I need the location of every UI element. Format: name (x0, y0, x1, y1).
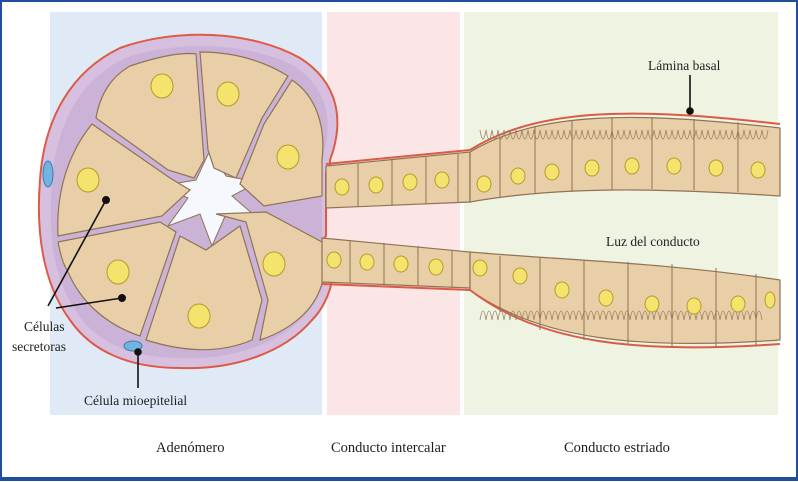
label-region-adenomero: Adenómero (156, 440, 224, 456)
nucleus (326, 251, 342, 269)
intercalar-upper-boundaries (357, 154, 459, 207)
nucleus (584, 159, 600, 177)
nucleus (764, 291, 776, 309)
nucleus (276, 144, 300, 170)
pointer-lines (47, 75, 694, 388)
nucleus (644, 295, 660, 313)
nucleus (472, 259, 488, 277)
label-mioepitelial: Célula mioepitelial (84, 393, 187, 408)
intercalar-basal-top (325, 149, 471, 165)
nucleus (76, 167, 100, 193)
nucleus (106, 259, 130, 285)
estriado-lower-striations (479, 310, 763, 321)
region-intercalar-bg (327, 12, 460, 415)
pointer-secretoras-2 (55, 297, 123, 309)
nucleus (368, 176, 384, 194)
intercalar-basal-bottom (321, 283, 471, 291)
estriado-upper-nuclei (476, 157, 766, 193)
intercalated-duct (321, 149, 471, 291)
estriado-upper-boundaries (499, 117, 739, 198)
nucleus (216, 81, 240, 107)
secretory-cell-3 (239, 79, 324, 207)
label-region-intercalar: Conducto intercalar (331, 440, 446, 456)
nucleus (708, 159, 724, 177)
nucleus (512, 267, 528, 285)
striated-duct (469, 112, 781, 349)
myoepithelial-cell (42, 160, 54, 188)
label-lamina-basal: Lámina basal (648, 58, 721, 73)
secretory-cell-4 (57, 123, 191, 237)
nucleus (393, 255, 409, 273)
pointer-secretoras-1 (47, 199, 107, 307)
nucleus (544, 163, 560, 181)
estriado-lower-wall (469, 251, 781, 345)
intercalar-lower-boundaries (349, 240, 453, 287)
secretory-cell-6 (145, 225, 263, 351)
intercalar-nuclei (326, 171, 450, 276)
nucleus (262, 251, 286, 277)
nucleus (598, 289, 614, 307)
nucleus (359, 253, 375, 271)
nucleus (510, 167, 526, 185)
nucleus (624, 157, 640, 175)
nucleus (730, 295, 746, 313)
label-region-estriado: Conducto estriado (564, 440, 670, 456)
nucleus (686, 297, 702, 315)
label-celulas-line1: Células (24, 319, 65, 334)
acinus (37, 33, 339, 370)
estriado-upper-striations (479, 129, 769, 140)
estriado-lower-nuclei (472, 259, 776, 315)
nucleus (150, 73, 174, 99)
label-luz-del-conducto: Luz del conducto (606, 234, 700, 249)
nucleus (428, 258, 444, 276)
nucleus (476, 175, 492, 193)
estriado-basal-bottom (469, 289, 781, 349)
nucleus (666, 157, 682, 175)
nucleus (187, 303, 211, 329)
nucleus (554, 281, 570, 299)
nucleus (750, 161, 766, 179)
secretory-cell-1 (95, 52, 205, 179)
label-celulas-line2: secretoras (12, 339, 66, 354)
region-estriado-bg (464, 12, 778, 415)
nucleus (334, 178, 350, 196)
estriado-upper-wall (469, 116, 781, 203)
nucleus (434, 171, 450, 189)
nucleus (402, 173, 418, 191)
